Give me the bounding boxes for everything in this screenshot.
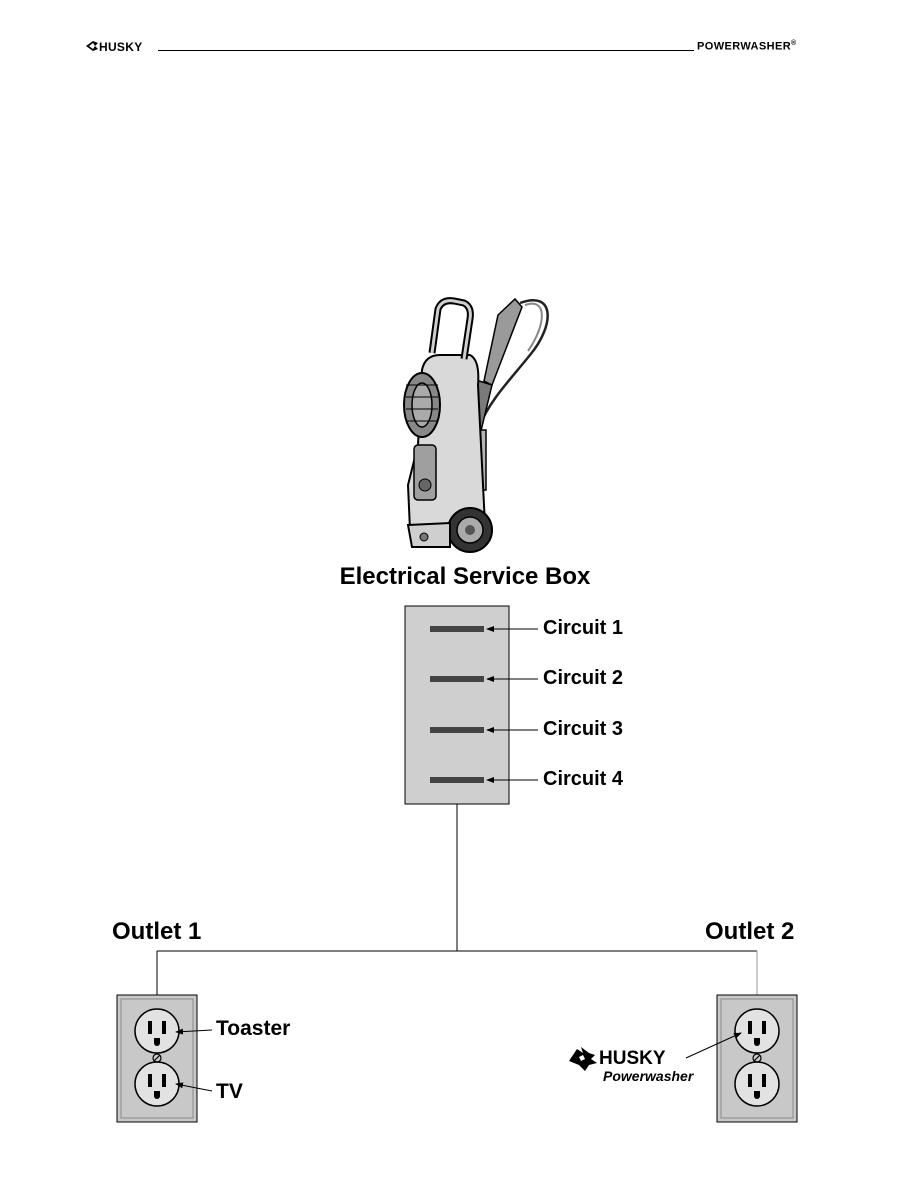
svg-text:HUSKY: HUSKY — [599, 1048, 666, 1069]
header-product-label: POWERWASHER® — [697, 40, 797, 53]
tv-label: TV — [216, 1080, 243, 1103]
circuit-1-label: Circuit 1 — [543, 617, 624, 639]
breaker-2 — [430, 676, 484, 682]
toaster-arrow — [175, 1028, 213, 1035]
tv-arrow — [175, 1082, 213, 1092]
powerwasher-arrow — [685, 1032, 742, 1059]
pressure-washer-illustration-icon — [403, 297, 549, 553]
husky-logo-icon: HUSKY — [86, 40, 143, 54]
breaker-4 — [430, 777, 484, 783]
circuit-4-label: Circuit 4 — [543, 768, 624, 790]
husky-powerwasher-logo-icon: HUSKY Powerwasher — [569, 1047, 695, 1084]
toaster-label: Toaster — [216, 1017, 291, 1040]
outlet-2-label: Outlet 2 — [705, 918, 795, 945]
header-rule — [158, 50, 694, 51]
svg-text:HUSKY: HUSKY — [99, 40, 143, 54]
diagram-title: Electrical Service Box — [339, 563, 591, 590]
outlet-1-label: Outlet 1 — [112, 918, 202, 945]
breaker-3 — [430, 727, 484, 733]
outlet-2-plate — [716, 994, 798, 1123]
circuit-2-label: Circuit 2 — [543, 667, 624, 689]
breaker-1 — [430, 626, 484, 632]
circuit-3-label: Circuit 3 — [543, 718, 624, 740]
svg-text:Powerwasher: Powerwasher — [603, 1068, 695, 1084]
service-box — [404, 605, 510, 805]
outlet-1-plate — [116, 994, 198, 1123]
